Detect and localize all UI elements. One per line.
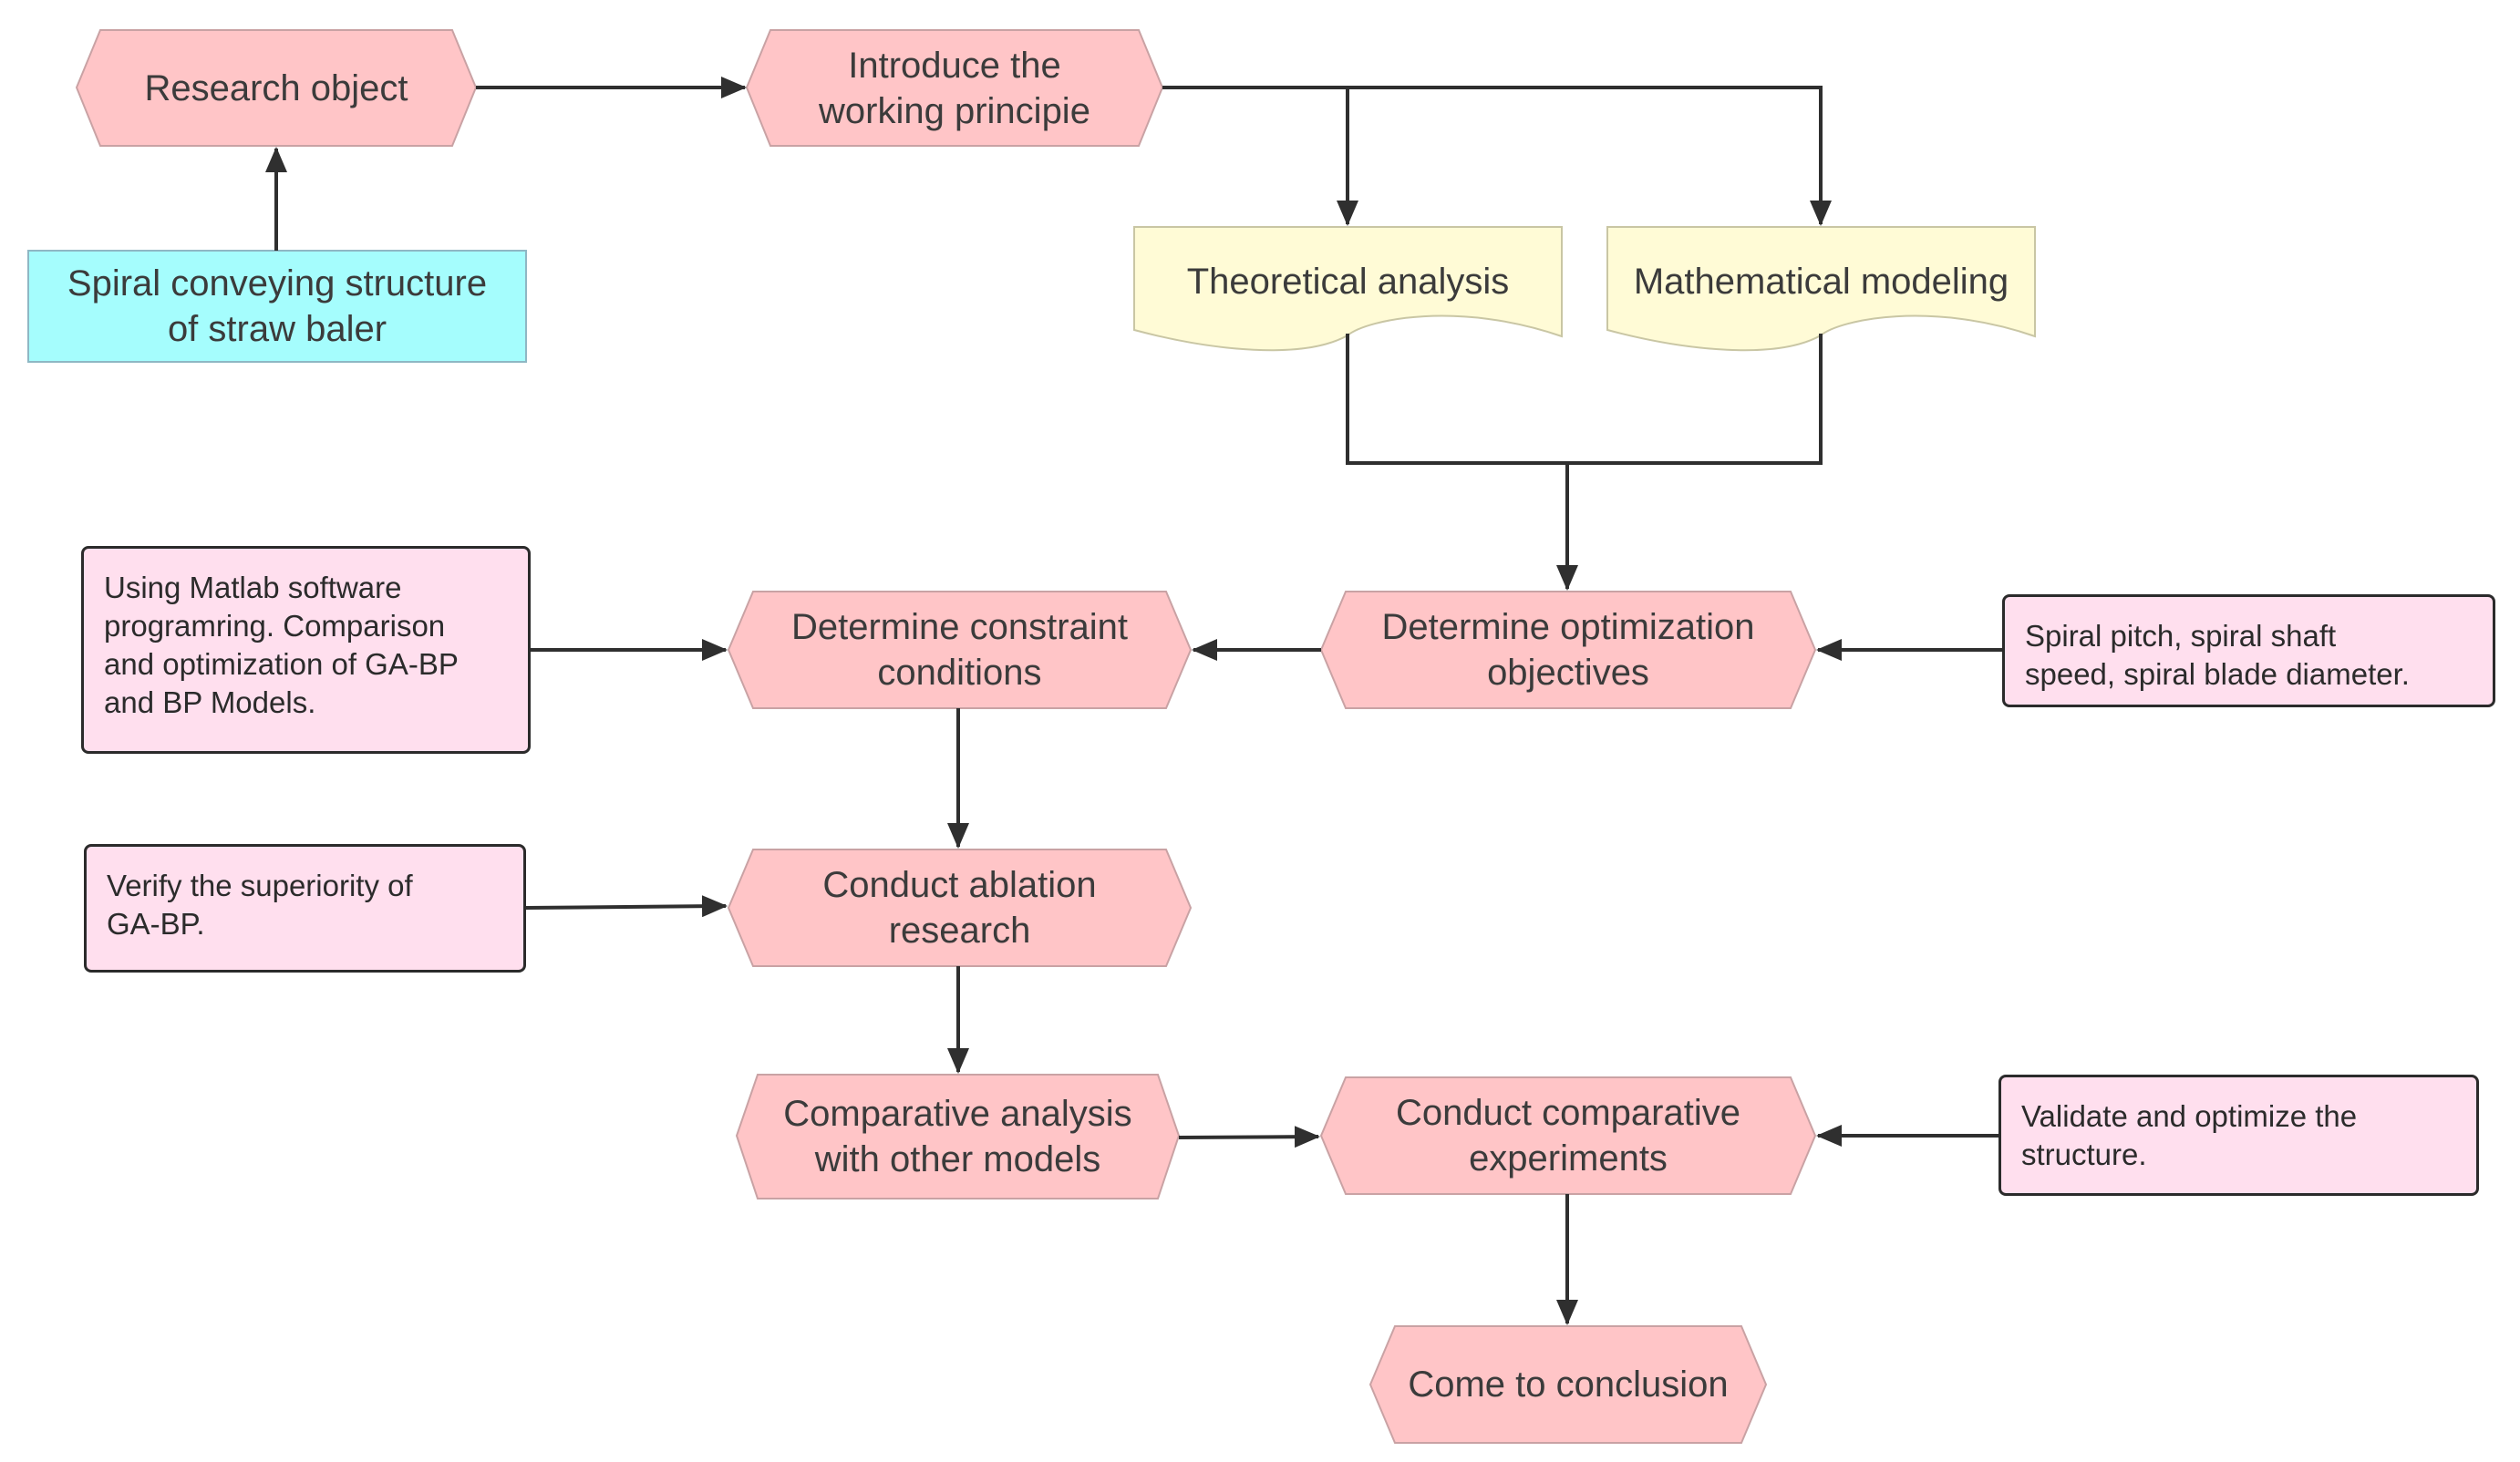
shape-determine-constraints (727, 591, 1193, 709)
arrow-comparative-to-experiments (1178, 1126, 1320, 1148)
note-verify-text: Verify the superiority of GA-BP. (107, 869, 413, 941)
node-conduct-ablation: Conduct ablation research (753, 849, 1166, 966)
node-come-to-conclusion-label: Come to conclusion (1408, 1364, 1729, 1405)
node-conduct-experiments: Conduct comparative experiments (1346, 1077, 1791, 1194)
node-spiral-structure-label: Spiral conveying structure of straw bale… (67, 263, 488, 349)
shape-come-to-conclusion (1368, 1325, 1768, 1444)
node-introduce-principle: Introduce the working principie (770, 30, 1139, 146)
note-validate: Validate and optimize the structure. (1998, 1075, 2479, 1196)
node-mathematical-modeling: Mathematical modeling (1607, 232, 2035, 332)
node-theoretical-analysis: Theoretical analysis (1134, 232, 1562, 332)
shape-conduct-experiments (1319, 1076, 1817, 1195)
node-determine-objectives-label: Determine optimization objectives (1381, 607, 1755, 693)
node-comparative-analysis: Comparative analysis with other models (758, 1075, 1158, 1199)
note-matlab: Using Matlab software programring. Compa… (81, 546, 531, 754)
note-matlab-text: Using Matlab software programring. Compa… (104, 571, 459, 719)
node-introduce-principle-label: Introduce the working principie (819, 45, 1090, 131)
node-theoretical-analysis-label: Theoretical analysis (1186, 262, 1510, 302)
connector-introduce-split (1162, 86, 1832, 226)
arrow-verify-to-ablation (525, 895, 728, 918)
node-spiral-structure: Spiral conveying structure of straw bale… (28, 251, 526, 362)
node-research-object: Research object (100, 30, 452, 146)
node-determine-objectives: Determine optimization objectives (1346, 592, 1791, 708)
node-come-to-conclusion: Come to conclusion (1395, 1326, 1741, 1443)
connector-docs-merge (1346, 334, 1823, 465)
node-mathematical-modeling-label: Mathematical modeling (1633, 262, 2009, 302)
node-comparative-analysis-label: Comparative analysis with other models (783, 1094, 1132, 1179)
note-verify: Verify the superiority of GA-BP. (84, 844, 526, 973)
node-determine-constraints-label: Determine constraint conditions (790, 607, 1129, 693)
shape-spiral-structure (27, 250, 527, 363)
shape-conduct-ablation (727, 849, 1193, 967)
note-spiral-params-text: Spiral pitch, spiral shaft speed, spiral… (2025, 619, 2410, 691)
node-research-object-label: Research object (144, 67, 408, 108)
node-determine-constraints: Determine constraint conditions (753, 592, 1166, 708)
shape-determine-objectives (1319, 591, 1817, 709)
note-validate-text: Validate and optimize the structure. (2021, 1099, 2358, 1171)
node-conduct-ablation-label: Conduct ablation research (822, 865, 1097, 951)
node-conduct-experiments-label: Conduct comparative experiments (1396, 1093, 1740, 1179)
note-spiral-params: Spiral pitch, spiral shaft speed, spiral… (2002, 594, 2495, 707)
